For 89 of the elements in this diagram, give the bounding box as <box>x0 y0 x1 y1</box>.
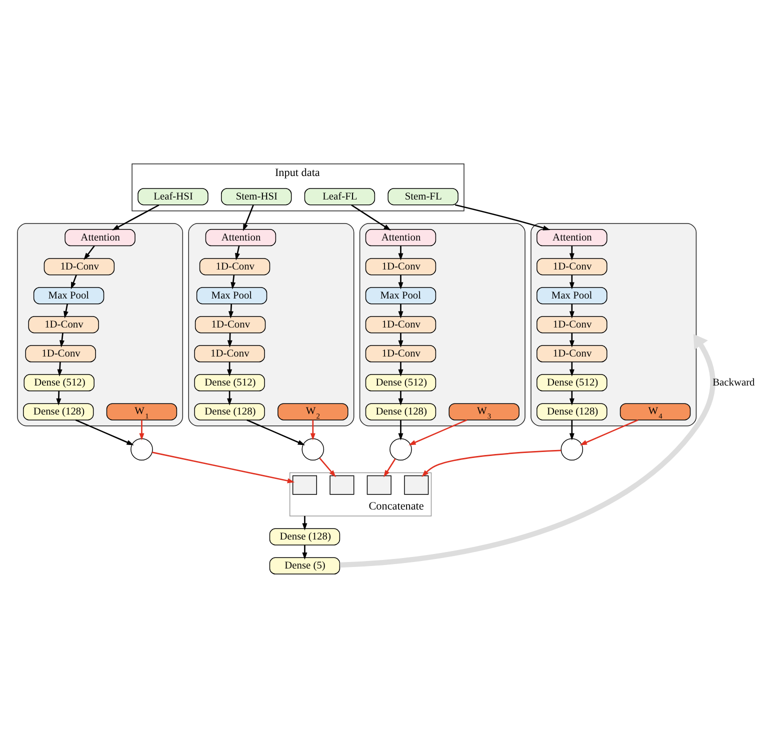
arrow <box>398 332 404 347</box>
node-box: Leaf-FL <box>304 188 376 205</box>
node-box: Max Pool <box>536 286 608 304</box>
node-box: Max Pool <box>365 286 436 304</box>
arrow <box>408 418 468 445</box>
arrow <box>242 204 254 231</box>
node-box: W$_{2}$ <box>278 402 348 420</box>
arrow <box>302 544 308 560</box>
arrow <box>340 334 716 568</box>
node-box: 1D-Conv <box>199 258 270 275</box>
arrow <box>351 204 391 230</box>
node-box: 1D-Conv <box>536 344 608 362</box>
node-box: 1D-Conv <box>365 258 436 275</box>
arrow <box>64 303 68 318</box>
arrow <box>384 458 396 477</box>
arrow <box>112 204 160 230</box>
arrow <box>302 515 308 530</box>
arrow <box>422 449 562 477</box>
node-box: W$_{1}$ <box>106 402 178 420</box>
arrow <box>569 303 574 318</box>
arrow <box>152 451 295 483</box>
node-circle <box>302 438 324 460</box>
node-box: Dense (128) <box>365 402 436 420</box>
arrow <box>319 457 336 477</box>
arrow <box>398 362 404 376</box>
arrow <box>398 420 404 440</box>
node-box: 1D-Conv <box>365 344 436 362</box>
arrow <box>235 245 240 260</box>
node-box: 1D-Conv <box>536 258 608 275</box>
arrow <box>398 390 404 406</box>
node-box: Dense (512) <box>24 374 94 391</box>
arrow <box>580 418 638 445</box>
edge-label: Backward <box>712 377 755 388</box>
node-box: Attention <box>536 228 608 246</box>
arrow <box>230 274 236 289</box>
node-box: 1D-Conv <box>28 316 99 333</box>
node-box: Dense (128) <box>23 402 94 420</box>
node-box: Attention <box>205 228 276 246</box>
cluster <box>530 222 697 426</box>
node-box: W$_{4}$ <box>620 402 691 420</box>
node-circle <box>130 438 153 460</box>
arrow <box>228 303 234 318</box>
node-box: Stem-FL <box>388 188 458 205</box>
arrow <box>139 420 144 440</box>
node-box: Dense (512) <box>536 374 608 391</box>
node-box: Max Pool <box>33 286 104 304</box>
arrow <box>56 390 62 406</box>
node-box: 1D-Conv <box>25 344 96 362</box>
node-box: Dense (128) <box>536 402 608 420</box>
arrow <box>310 420 316 440</box>
node-box: Attention <box>64 228 136 246</box>
arrow <box>569 245 574 260</box>
arrow <box>57 361 62 376</box>
node-box: Dense (512) <box>194 374 265 391</box>
node-box <box>366 474 392 494</box>
node-box <box>330 474 354 494</box>
node-box: Dense (512) <box>365 374 436 391</box>
node-box: Leaf-HSI <box>138 188 208 205</box>
arrow <box>398 245 404 260</box>
arrow <box>454 204 550 230</box>
node-box: 1D-Conv <box>194 316 266 333</box>
arrow <box>59 332 64 347</box>
cluster: Concatenate <box>289 472 432 516</box>
node-box: W$_{3}$ <box>448 402 520 420</box>
node-box: 1D-Conv <box>194 344 265 362</box>
node-box: 1D-Conv <box>44 258 115 275</box>
node-box: 1D-Conv <box>536 316 608 333</box>
arrow <box>398 274 404 289</box>
arrow <box>569 390 574 406</box>
arrow <box>75 418 134 445</box>
arrow <box>569 332 574 347</box>
node-box <box>404 474 429 494</box>
node-box: Dense (5) <box>269 556 340 574</box>
arrow <box>70 274 77 289</box>
arrow <box>569 420 574 440</box>
node-box: Stem-HSI <box>221 188 292 205</box>
arrow <box>84 244 95 260</box>
node-box: Attention <box>365 228 436 246</box>
arrow <box>569 274 574 289</box>
node-circle <box>560 438 584 460</box>
arrow <box>246 418 306 445</box>
node-box <box>292 474 317 494</box>
node-box: Max Pool <box>196 286 268 304</box>
node-circle <box>390 438 412 460</box>
node-box: Dense (128) <box>269 528 340 545</box>
node-box: Dense (128) <box>194 402 265 420</box>
arrow <box>569 362 574 376</box>
node-box: 1D-Conv <box>365 316 436 333</box>
arrow <box>398 303 404 318</box>
